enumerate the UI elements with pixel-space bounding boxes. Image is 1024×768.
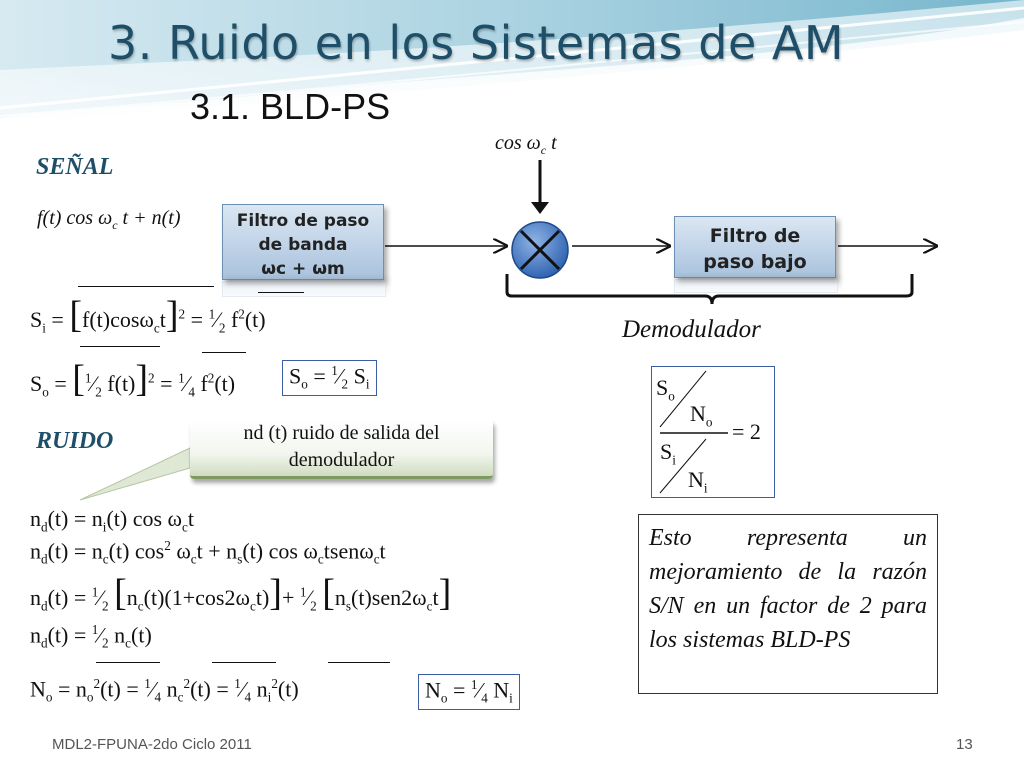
overline-so	[80, 346, 160, 347]
slide-subtitle: 3.1. BLD-PS	[190, 86, 391, 127]
overline-nc	[212, 662, 276, 663]
input-signal-label: f(t) cos ωc t + n(t)	[37, 207, 181, 232]
lowpass-filter-reflection	[674, 279, 838, 293]
noise-output-callout: nd (t) ruido de salida del demodulador	[190, 420, 493, 479]
equation-no-ni-boxed: No = 1⁄4 Ni	[418, 674, 520, 710]
equation-nd-1: nd(t) = ni(t) cos ωct	[30, 506, 194, 535]
bandpass-line1: Filtro de paso	[236, 211, 370, 231]
page-number: 13	[956, 736, 973, 753]
conclusion-note: Esto representa un mejoramiento de la ra…	[638, 514, 938, 694]
signal-label: SEÑAL	[36, 154, 114, 180]
overline-no	[96, 662, 160, 663]
overline-si	[78, 286, 214, 287]
equation-nd-2: nd(t) = nc(t) cos2 ωct + ns(t) cos ωctse…	[30, 538, 386, 567]
footer-course: MDL2-FPUNA-2do Ciclo 2011	[52, 736, 252, 753]
equation-si: Si = [f(t)cosωct]2 = 1⁄2 f2(t)	[30, 294, 266, 336]
lowpass-line1: Filtro de	[709, 225, 801, 247]
lowpass-filter-block: Filtro de paso bajo	[674, 216, 836, 278]
ratio-value: = 2	[732, 419, 761, 444]
overline-ni	[328, 662, 390, 663]
bandpass-filter-block: Filtro de paso de banda ωc + ωm	[222, 204, 384, 280]
lowpass-line2: paso bajo	[703, 251, 807, 273]
slide-title: 3. Ruido en los Sistemas de AM	[108, 16, 845, 70]
demodulator-label: Demodulador	[622, 316, 761, 343]
bandpass-filter-reflection	[222, 281, 386, 297]
header-wave-decoration	[0, 0, 1024, 125]
equation-no: No = no2(t) = 1⁄4 nc2(t) = 1⁄4 ni2(t)	[30, 676, 299, 705]
equation-nd-3: nd(t) = 1⁄2 [nc(t)(1+cos2ωct)]+ 1⁄2 [ns(…	[30, 572, 452, 614]
overline-f2	[258, 292, 304, 293]
bandpass-line2: de banda	[258, 235, 348, 255]
equation-so-si-boxed: So = 1⁄2 Si	[282, 360, 377, 396]
bandpass-line3: ωc + ωm	[261, 259, 345, 279]
overline-f2-so	[202, 352, 246, 353]
noise-label: RUIDO	[36, 428, 114, 454]
callout-line2: demodulador	[288, 449, 395, 471]
equation-so: So = [1⁄2 f(t)]2 = 1⁄4 f2(t)	[30, 358, 236, 400]
equation-nd-4: nd(t) = 1⁄2 nc(t)	[30, 622, 152, 651]
carrier-label: cos ωc t	[495, 132, 557, 157]
multiplier-icon	[511, 221, 569, 279]
callout-line1: nd (t) ruido de salida del	[243, 422, 440, 444]
snr-ratio-box: So No Si Ni = 2	[651, 366, 775, 498]
